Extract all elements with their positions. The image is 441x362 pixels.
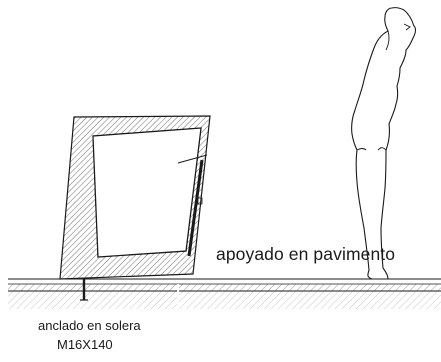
anchor-label: anclado en solera [38,318,141,333]
human-figure [351,7,417,280]
tilted-frame [59,115,211,280]
bolt-spec-label: M16X140 [57,337,113,352]
floor-slab [8,278,441,309]
anchor-bolt [80,279,88,301]
support-label: apoyado en pavimento [216,244,396,264]
